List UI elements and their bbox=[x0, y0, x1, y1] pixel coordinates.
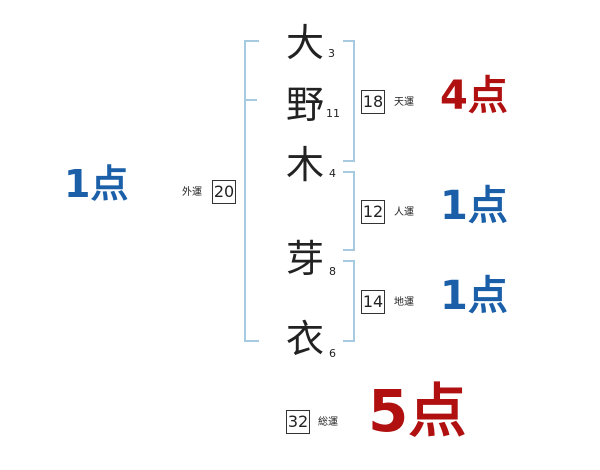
jinun-bracket bbox=[343, 171, 355, 251]
name-char-5: 衣 bbox=[286, 317, 325, 361]
souun-score: 5点 bbox=[368, 377, 467, 445]
souun-value: 32 bbox=[286, 410, 310, 434]
stroke-count-5: 6 bbox=[329, 347, 336, 360]
name-char-2: 野 bbox=[286, 83, 325, 127]
gaiun-bracket-tick-top bbox=[246, 99, 257, 101]
name-char-4: 芽 bbox=[286, 237, 325, 281]
jinun-score: 1点 bbox=[440, 183, 508, 229]
chiun-value: 14 bbox=[361, 290, 385, 314]
tenun-score: 4点 bbox=[440, 73, 508, 119]
gaiun-value: 20 bbox=[212, 180, 236, 204]
jinun-label: 人運 bbox=[394, 207, 414, 218]
name-char-3: 木 bbox=[286, 143, 325, 187]
stroke-count-3: 4 bbox=[329, 167, 336, 180]
tenun-bracket bbox=[343, 40, 355, 162]
chiun-score: 1点 bbox=[440, 273, 508, 319]
chiun-bracket bbox=[343, 260, 355, 342]
gaiun-bracket bbox=[244, 40, 259, 342]
jinun-value: 12 bbox=[361, 200, 385, 224]
stroke-count-2: 11 bbox=[326, 107, 340, 120]
stroke-count-1: 3 bbox=[328, 47, 335, 60]
souun-label: 総運 bbox=[318, 417, 338, 428]
tenun-label: 天運 bbox=[394, 97, 414, 108]
stroke-count-4: 8 bbox=[329, 265, 336, 278]
gaiun-label: 外運 bbox=[182, 187, 202, 198]
gaiun-score: 1点 bbox=[64, 162, 129, 206]
tenun-value: 18 bbox=[361, 90, 385, 114]
chiun-label: 地運 bbox=[394, 297, 414, 308]
name-char-1: 大 bbox=[286, 21, 325, 65]
